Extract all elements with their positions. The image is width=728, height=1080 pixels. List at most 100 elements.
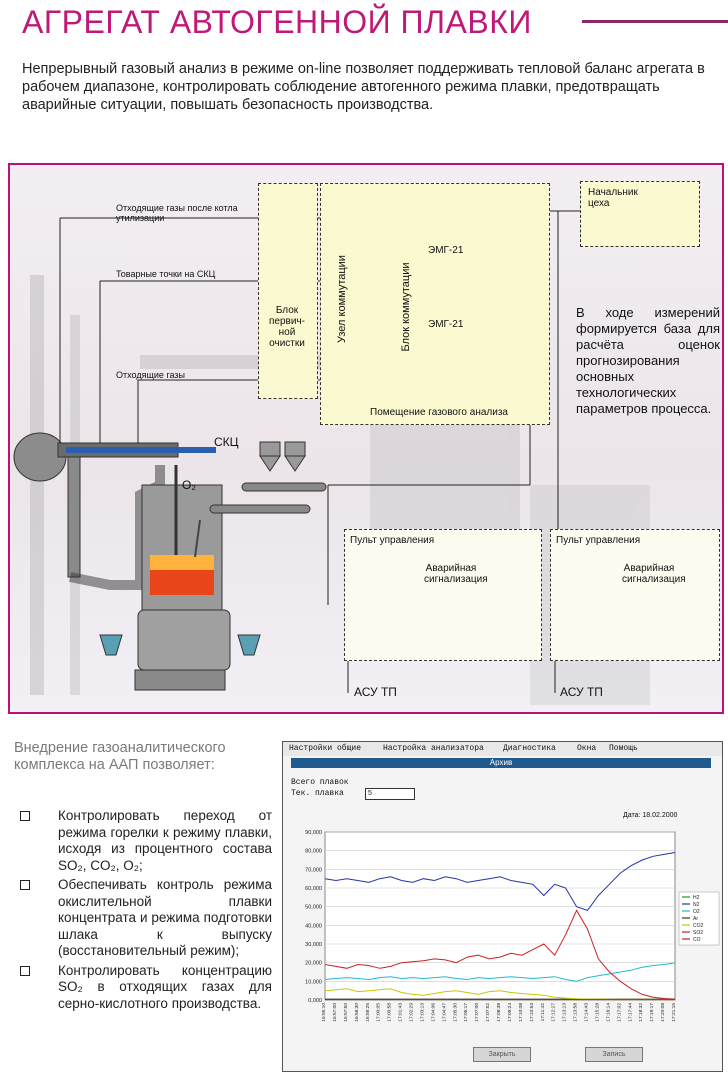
primary-cleaning-label: Блок первич- ной очистки [269,305,305,349]
checkbox-icon [20,880,30,890]
alarm-1-label: Аварийная сигнализация [424,563,488,585]
close-button[interactable]: Закрыть [473,1047,531,1062]
skc-label: СКЦ [214,435,239,449]
x-tick-label: 17:04:06 [430,1003,436,1022]
y-tick-label: 70,000 [305,867,322,873]
benefits-list: Контролировать переход от режима горелки… [14,808,272,1015]
window-title: Архив [291,758,711,768]
asu-2-label: АСУ ТП [560,685,603,699]
control-panel-1-label: Пульт управления [350,535,435,546]
save-button[interactable]: Запись [585,1047,643,1062]
y-tick-label: 60,000 [305,886,322,892]
x-tick-label: 17:17:02 [616,1003,622,1022]
gas-room-box [320,183,550,425]
archive-window: Настройки общие Настройка анализатора Ди… [282,741,723,1072]
x-tick-label: 17:09:24 [507,1003,513,1022]
plot-area [324,831,676,1001]
x-tick-label: 17:04:47 [441,1003,447,1022]
shop-head-box [580,181,700,247]
x-tick-label: 17:20:08 [660,1003,666,1022]
y-tick-label: 20,000 [305,961,322,967]
series-line-o2 [324,962,676,982]
x-tick-label: 17:07:00 [474,1003,480,1022]
gas-line-1-label: Отходящие газы после котла утилизации [116,203,238,223]
x-tick-label: 16:58:30 [354,1003,360,1022]
alarm-2-label: Аварийная сигнализация [622,563,686,585]
legend-label: SO2 [693,930,703,936]
switch-block-label: Блок коммутации [400,262,412,352]
benefit-text: Обеспечивать контроль режима окислительн… [58,877,272,958]
archive-chart: 0,000 10,000 20,000 30,000 40,000 50,000 60,00… [305,830,720,1022]
legend-label: Ar [693,916,698,922]
side-note: В ходе измерений формируется база для ра… [576,305,720,416]
y-tick-label: 10,000 [305,979,322,985]
gas-room-label: Помещение газового анализа [370,407,508,418]
x-tick-label: 17:13:58 [573,1003,579,1022]
x-tick-label: 17:19:17 [649,1003,655,1022]
y-tick-label: 0,000 [308,998,322,1004]
x-tick-label: 17:18:32 [638,1003,644,1022]
legend-label: O2 [693,909,700,915]
gas-line-3-label: Отходящие газы [116,370,185,380]
y-tick-label: 30,000 [305,942,322,948]
control-panel-2-box [550,529,720,661]
x-tick-label: 17:07:52 [485,1003,491,1022]
y-tick-label: 90,000 [305,830,322,836]
x-tick-label: 17:21:15 [671,1003,677,1022]
x-tick-label: 17:00:58 [387,1003,393,1022]
list-item: Контролировать концентрацию SO₂ в отходя… [14,963,272,1013]
legend-label: N2 [693,902,700,908]
checkbox-icon [20,811,30,821]
x-tick-label: 17:14:43 [584,1003,590,1022]
benefit-text: Контролировать концентрацию SO₂ в отходя… [58,962,272,1011]
series-line-so2 [324,909,676,1000]
o2-label: O₂ [182,478,196,492]
menu-bar: Настройки общие Настройка анализатора Ди… [283,742,722,756]
x-tick-label: 17:17:44 [627,1003,633,1022]
x-tick-label: 17:00:05 [376,1003,382,1022]
x-tick-label: 16:57:00 [332,1003,338,1022]
legend-label: CO2 [693,923,704,929]
x-tick-label: 17:11:42 [540,1003,546,1022]
menu-item[interactable]: Настройки общие [289,744,362,753]
x-tick-label: 17:13:13 [562,1003,568,1022]
x-tick-label: 17:15:28 [594,1003,600,1022]
primary-cleaning-box [258,183,318,399]
menu-item[interactable]: Настройка анализатора [383,744,484,753]
benefits-heading: Внедрение газоаналитического комплекса н… [14,740,226,773]
menu-item[interactable]: Окна [577,744,597,753]
x-tick-label: 16:59:25 [365,1003,371,1022]
switch-node-label: Узел коммутации [336,255,348,343]
y-tick-label: 80,000 [305,849,322,855]
x-tick-label: 16:57:50 [343,1003,349,1022]
current-melt-input[interactable]: 5 [365,788,415,800]
x-tick-label: 17:10:08 [518,1003,524,1022]
furnace [13,432,327,691]
x-tick-label: 17:16:14 [605,1003,611,1022]
shop-head-label: Начальник цеха [588,187,638,209]
control-panel-1-box [344,529,542,661]
all-melts-label: Всего плавок [291,778,349,787]
x-tick-label: 17:12:27 [551,1003,557,1022]
title-rule [582,20,728,23]
menu-item[interactable]: Помощь [609,744,638,753]
y-tick-label: 50,000 [305,905,322,911]
x-tick-label: 17:01:43 [398,1003,404,1022]
x-tick-label: 17:08:38 [496,1003,502,1022]
menu-item[interactable]: Диагностика [503,744,556,753]
checkbox-icon [20,965,30,976]
control-panel-2-label: Пульт управления [556,535,641,546]
list-item: Обеспечивать контроль режима окислительн… [14,877,272,960]
process-schematic: Отходящие газы после котла утилизации То… [8,163,724,714]
x-tick-label: 17:06:17 [463,1003,469,1022]
x-tick-label: 17:03:13 [419,1003,425,1022]
analyzer-2-label: ЭМГ-21 [428,319,464,330]
benefit-text: Контролировать переход от режима горелки… [58,808,272,873]
page-title: АГРЕГАТ АВТОГЕННОЙ ПЛАВКИ [22,4,532,40]
x-tick-label: 17:10:53 [529,1003,535,1022]
list-item: Контролировать переход от режима горелки… [14,808,272,874]
y-tick-label: 40,000 [305,923,322,929]
x-tick-label: 16:55:10 [321,1003,327,1022]
asu-1-label: АСУ ТП [354,685,397,699]
legend-label: H2 [693,895,700,901]
